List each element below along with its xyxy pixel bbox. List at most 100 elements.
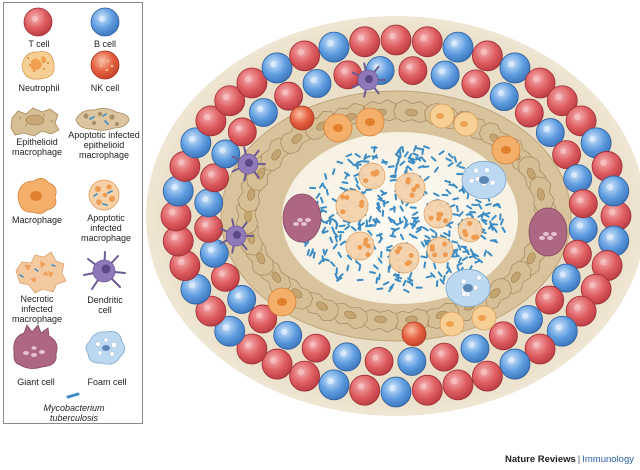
mycobacterium <box>481 219 488 226</box>
mycobacterium <box>499 218 504 226</box>
neutrophil <box>453 111 479 137</box>
macrophage <box>323 113 353 143</box>
b-cell <box>535 118 565 147</box>
mycobacterium <box>334 235 338 243</box>
apoptotic-macrophage-icon <box>88 179 120 211</box>
mycobacterium <box>377 194 383 200</box>
mycobacterium <box>430 156 437 162</box>
t-cell <box>514 98 544 128</box>
mycobacterium <box>392 221 399 226</box>
mycobacterium <box>346 264 350 272</box>
legend-label-neutrophil: Neutrophil <box>18 83 60 93</box>
mycobacterium <box>325 188 329 196</box>
mycobacterium <box>393 227 400 232</box>
b-cell <box>249 98 278 127</box>
giant-cell <box>282 193 322 243</box>
mycobacterium <box>319 196 324 204</box>
b-cell <box>227 285 257 314</box>
neutrophil <box>471 305 497 331</box>
mycobacterium <box>321 255 325 263</box>
mycobacterium <box>355 184 361 191</box>
b-cell <box>489 82 519 112</box>
mycobacterium <box>446 261 449 269</box>
mycobacterium <box>346 254 353 261</box>
t-cell <box>195 295 227 327</box>
mycobacterium <box>354 153 361 158</box>
mycobacterium <box>332 243 338 250</box>
mycobacterium <box>458 165 466 170</box>
b-cell <box>563 164 593 193</box>
b-cell <box>430 60 460 90</box>
b-cell <box>546 315 578 347</box>
mycobacterium <box>407 153 413 160</box>
legend-label-nk-cell: NK cell <box>90 83 120 93</box>
mycobacterium <box>483 249 487 257</box>
t-cell <box>236 67 268 99</box>
mycobacterium-icon <box>66 392 80 399</box>
apoptotic-epithelioid-icon <box>75 108 130 131</box>
mycobacterium <box>456 262 463 267</box>
epithelioid-macrophage <box>393 99 429 123</box>
mycobacterium <box>372 154 378 160</box>
legend-icons <box>10 7 130 399</box>
mycobacterium <box>443 232 450 237</box>
mycobacterium <box>425 275 433 279</box>
b-cell <box>194 188 224 218</box>
legend-panel: T cell B cell Neutrophil NK cell Epithel… <box>3 2 143 424</box>
t-cell <box>461 69 491 99</box>
t-cell <box>261 348 293 380</box>
mycobacterium <box>469 248 475 255</box>
t-cell-icon <box>23 7 53 37</box>
mycobacterium <box>452 213 460 217</box>
mycobacterium <box>408 280 414 287</box>
legend-label-t-cell: T cell <box>28 39 50 49</box>
mycobacterium <box>329 217 332 225</box>
mycobacterium <box>452 197 460 201</box>
t-cell <box>489 321 518 351</box>
mycobacterium <box>430 272 436 278</box>
b-cell <box>211 139 241 169</box>
mycobacterium <box>315 192 321 199</box>
mycobacterium <box>423 145 430 150</box>
t-cell <box>442 369 474 401</box>
mycobacterium <box>375 276 379 284</box>
t-cell <box>194 213 224 243</box>
mycobacterium <box>409 158 416 164</box>
mycobacterium <box>439 234 447 239</box>
legend-label-foam-cell: Foam cell <box>87 377 127 387</box>
mycobacterium <box>412 152 419 157</box>
mycobacterium <box>337 251 342 258</box>
t-cell <box>535 285 565 315</box>
mycobacterium <box>458 187 465 192</box>
dendritic-cell <box>351 62 386 98</box>
mycobacterium <box>403 223 409 229</box>
journal-name: Nature Reviews <box>505 454 576 465</box>
mycobacterium <box>480 211 485 219</box>
t-cell <box>301 333 331 363</box>
mycobacterium <box>338 224 346 228</box>
mycobacterium <box>344 225 351 231</box>
mycobacterium <box>381 161 388 164</box>
nk-cell <box>289 105 315 131</box>
apoptotic-infected-macrophage <box>345 231 375 261</box>
necrotic-infected-macrophage <box>394 172 426 204</box>
mycobacterium <box>376 202 381 210</box>
apoptotic-infected-macrophage <box>423 199 453 229</box>
mycobacterium <box>401 145 405 153</box>
mycobacterium <box>396 157 401 165</box>
mycobacterium <box>399 205 404 212</box>
mycobacterium <box>472 252 479 258</box>
t-cell <box>227 117 257 147</box>
mycobacterium <box>357 218 362 226</box>
mycobacterium <box>475 198 482 204</box>
t-cell <box>274 81 303 111</box>
b-cell <box>332 342 362 372</box>
mycobacterium <box>415 156 423 161</box>
mycobacterium <box>420 156 427 163</box>
mycobacterium <box>407 160 415 165</box>
b-cell <box>568 214 598 244</box>
mycobacterium <box>321 220 328 225</box>
necrotic-infected-macrophage <box>388 242 420 274</box>
mycobacterium <box>394 193 398 201</box>
legend-label-giant-cell: Giant cell <box>17 377 55 387</box>
